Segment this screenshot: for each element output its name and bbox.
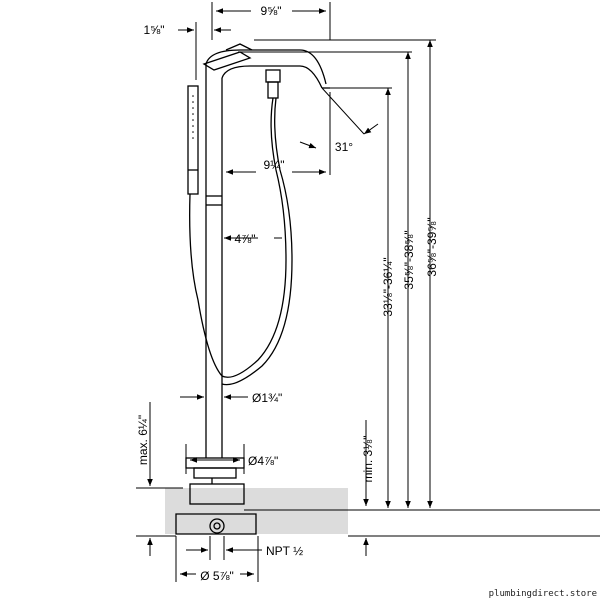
- hand-shower-nozzles: [192, 95, 194, 139]
- label-pipe-diameter: Ø1¾": [252, 391, 282, 405]
- label-spout-angle: 31°: [335, 140, 353, 154]
- watermark: plumbingdirect.store: [489, 589, 597, 599]
- label-max-depth: max. 6¼": [136, 415, 150, 465]
- label-spout-reach-top: 9⅝": [261, 4, 282, 18]
- floor-block: [165, 487, 600, 534]
- label-spout-offset: 1⅝": [144, 23, 165, 37]
- label-hose-offset: 4⅞": [235, 232, 256, 246]
- label-connection: NPT ½: [266, 544, 303, 558]
- label-min-height: min. 3⅛": [361, 436, 375, 483]
- label-height-spout: 33⅛"-36¼": [381, 257, 395, 316]
- label-spout-reach-inner: 9¼": [264, 158, 285, 172]
- label-height-outlet: 35⅝"-38⅝": [402, 230, 416, 289]
- label-base-plate-diameter: Ø4⅞": [248, 454, 278, 468]
- dimension-lines: [136, 2, 600, 582]
- label-height-total: 36⅝"-39⅝": [425, 217, 439, 276]
- label-rough-in-diameter: Ø 5⅞": [200, 569, 234, 583]
